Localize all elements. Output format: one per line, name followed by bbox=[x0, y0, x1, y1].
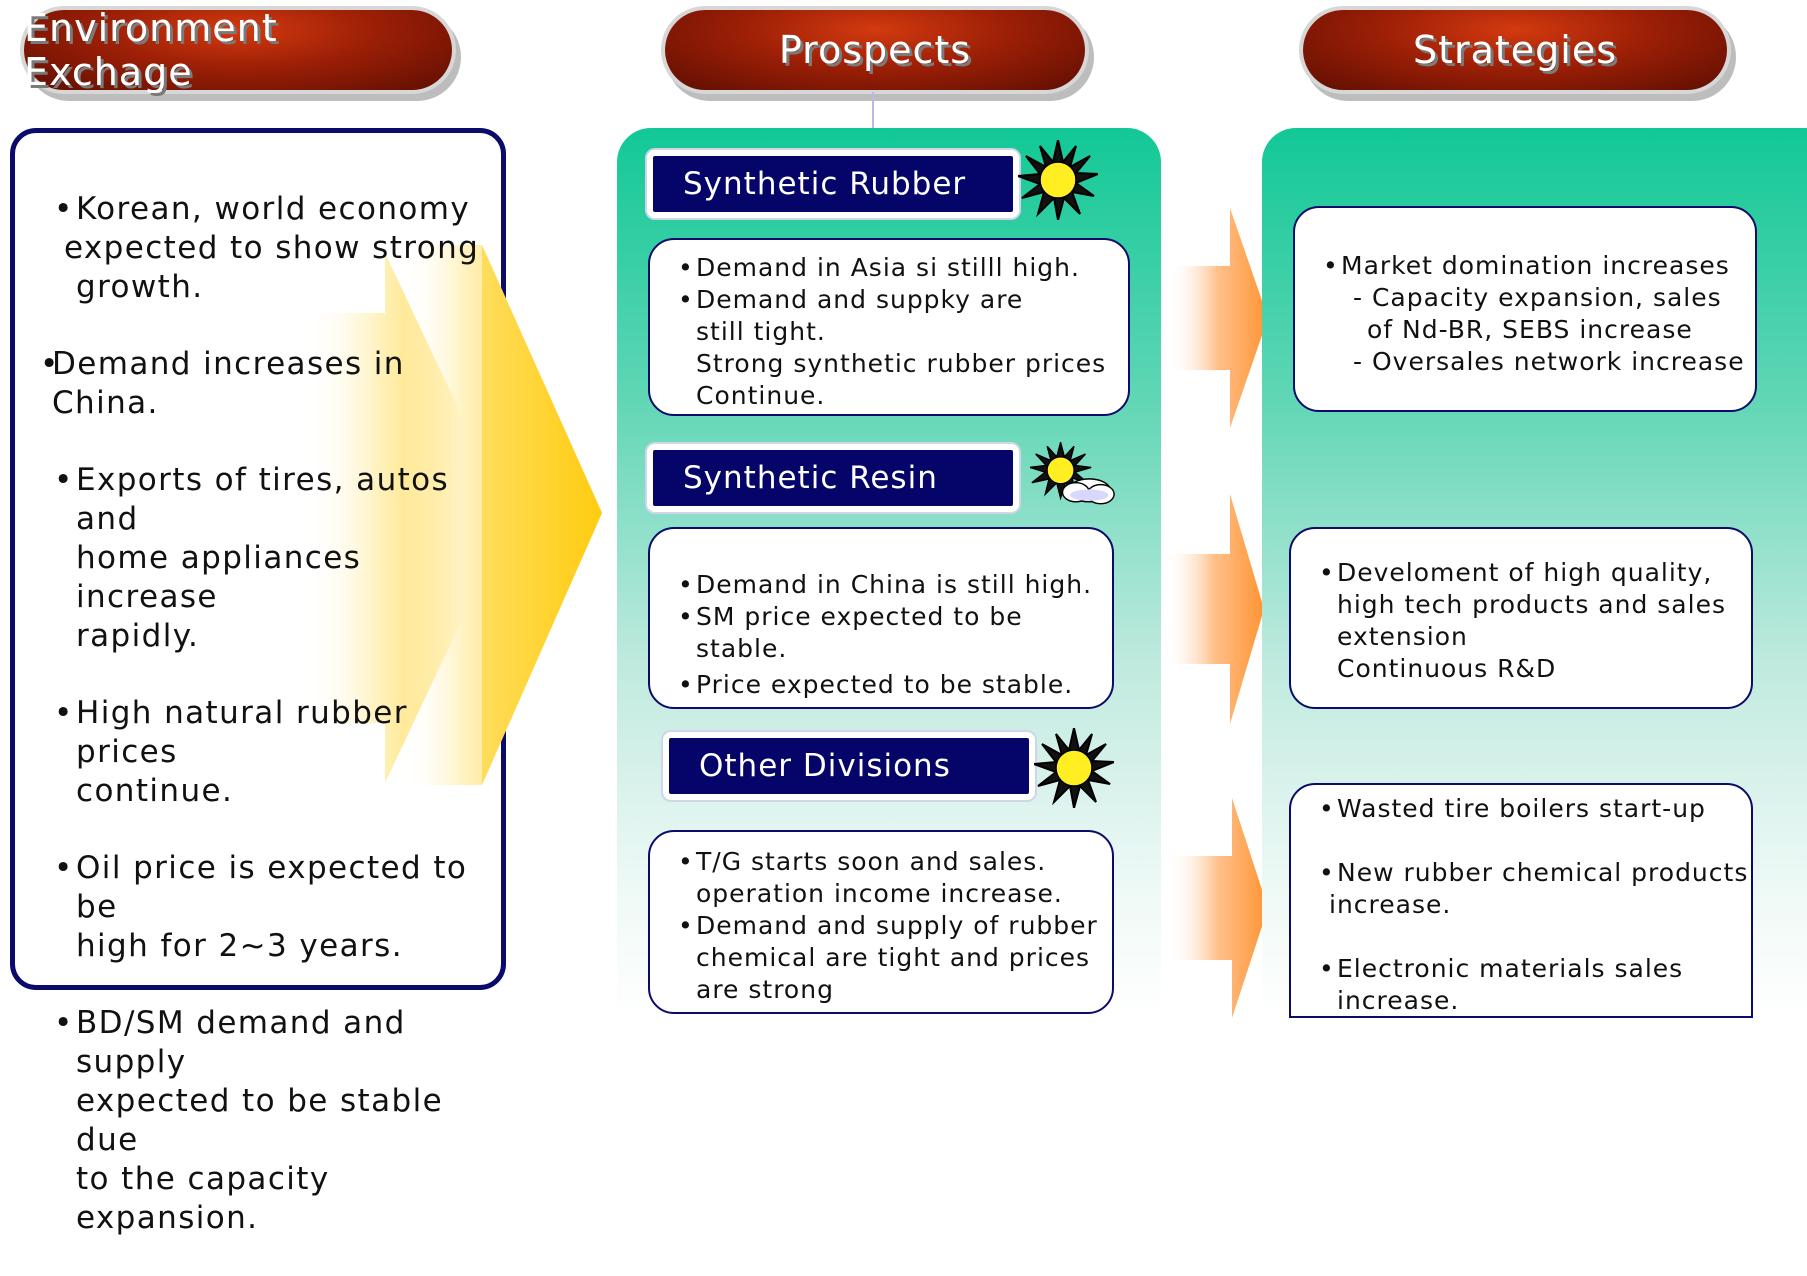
strategy-item-text: increase. bbox=[1329, 890, 1452, 919]
sun-icon bbox=[1034, 728, 1114, 808]
environment-item: Oil price is expected to be high for 2~3… bbox=[40, 849, 510, 966]
tag-synthetic-rubber: Synthetic Rubber bbox=[647, 150, 1019, 218]
strategy-subitem: - Capacity expansion, sales bbox=[1353, 283, 1722, 312]
prospect-item-text: Demand and suppky are bbox=[696, 285, 1024, 314]
prospect-item-text: Demand in China is still high. bbox=[696, 570, 1093, 599]
card-strategy-new-business: Wasted tire boilers start-up New rubber … bbox=[1289, 783, 1753, 1018]
prospect-item: T/G starts soon and sales. operation inc… bbox=[678, 846, 1112, 910]
header-prospects-label: Prospects bbox=[778, 28, 972, 72]
strategy-item-text: Electronic materials sales bbox=[1337, 954, 1684, 983]
environment-item: High natural rubber prices continue. bbox=[40, 694, 510, 811]
environment-item-line: Exports of tires, autos and bbox=[76, 462, 450, 537]
header-strategies: Strategies bbox=[1303, 10, 1727, 90]
prospect-item-text: still tight. bbox=[696, 317, 826, 346]
card-other-divisions: T/G starts soon and sales. operation inc… bbox=[648, 830, 1114, 1014]
prospect-to-strategy-arrow bbox=[1168, 208, 1268, 428]
card-synthetic-resin: Demand in China is still high. SM price … bbox=[648, 527, 1114, 709]
tag-other-divisions: Other Divisions bbox=[663, 732, 1035, 800]
card-strategy-development: Develoment of high quality, high tech pr… bbox=[1289, 527, 1753, 709]
environment-list: Korean, world economy expected to show s… bbox=[40, 190, 510, 1276]
prospect-item-text: are strong bbox=[696, 975, 834, 1004]
prospect-to-strategy-arrow bbox=[1164, 494, 1264, 724]
strategy-subitem: of Nd-BR, SEBS increase bbox=[1367, 315, 1693, 344]
prospect-item: Demand and suppky are still tight. Stron… bbox=[678, 284, 1128, 412]
environment-item-line: home appliances increase bbox=[76, 540, 362, 615]
environment-item-line: growth. bbox=[76, 269, 204, 305]
prospect-item-text: Price expected to be stable. bbox=[696, 670, 1074, 699]
strategy-item: Wasted tire boilers start-up bbox=[1319, 793, 1751, 825]
environment-item: Exports of tires, autos and home applian… bbox=[40, 461, 510, 656]
prospect-item: SM price expected to be stable. bbox=[678, 601, 1112, 665]
prospect-item-text: operation income increase. bbox=[696, 879, 1063, 908]
environment-item-line: to the capacity expansion. bbox=[76, 1161, 330, 1236]
environment-item-line: expected to be stable due bbox=[76, 1083, 444, 1158]
card-synthetic-rubber: Demand in Asia si stilll high. Demand an… bbox=[648, 238, 1130, 416]
strategy-item-text: Wasted tire boilers start-up bbox=[1337, 794, 1706, 823]
prospect-item: Price expected to be stable. bbox=[678, 669, 1112, 701]
prospect-item-text: Demand and supply of rubber bbox=[696, 911, 1098, 940]
environment-item: Demand increases in China. bbox=[40, 345, 510, 423]
environment-item-line: expected to show strong bbox=[64, 230, 480, 266]
strategy-item: Market domination increases bbox=[1323, 250, 1755, 282]
strategy-item-text: Develoment of high quality, bbox=[1337, 558, 1713, 587]
environment-item-line: rapidly. bbox=[76, 618, 200, 654]
prospect-item-text: SM price expected to be stable. bbox=[696, 602, 1023, 663]
strategy-item-text: extension bbox=[1337, 622, 1468, 651]
prospect-item-text: Continue. bbox=[696, 381, 826, 410]
environment-item-line: Demand increases in China. bbox=[52, 346, 405, 421]
strategy-subitem: - Oversales network increase bbox=[1353, 347, 1745, 376]
environment-item: Korean, world economy expected to show s… bbox=[40, 190, 510, 307]
environment-item-line: BD/SM demand and supply bbox=[76, 1005, 406, 1080]
tag-synthetic-rubber-label: Synthetic Rubber bbox=[683, 166, 967, 202]
tag-other-divisions-label: Other Divisions bbox=[699, 748, 951, 784]
prospect-item-text: T/G starts soon and sales. bbox=[696, 847, 1047, 876]
prospect-item-text: Demand in Asia si stilll high. bbox=[696, 253, 1080, 282]
strategy-item-text: Continuous R&D bbox=[1337, 654, 1557, 683]
strategy-item-text: high tech products and sales bbox=[1337, 590, 1726, 619]
environment-item-line: Oil price is expected to be bbox=[76, 850, 468, 925]
environment-item-line: continue. bbox=[76, 773, 234, 809]
header-environment-label: Environment Exchage bbox=[24, 6, 278, 94]
environment-item-line: Korean, world economy bbox=[76, 191, 471, 227]
strategy-item: Develoment of high quality, high tech pr… bbox=[1319, 557, 1751, 685]
prospect-item-text: chemical are tight and prices bbox=[696, 943, 1091, 972]
environment-item-line: High natural rubber prices bbox=[76, 695, 408, 770]
prospect-item: Demand in China is still high. bbox=[678, 569, 1112, 601]
sun-icon bbox=[1018, 140, 1098, 220]
strategy-item: New rubber chemical products increase. bbox=[1319, 857, 1751, 921]
prospect-item: Demand and supply of rubber chemical are… bbox=[678, 910, 1112, 1006]
strategy-item-text: New rubber chemical products bbox=[1337, 858, 1749, 887]
prospect-item-text: Strong synthetic rubber prices bbox=[696, 349, 1107, 378]
environment-item-line: high for 2~3 years. bbox=[76, 928, 403, 964]
prospect-item: Demand in Asia si stilll high. bbox=[678, 252, 1128, 284]
tag-synthetic-resin: Synthetic Resin bbox=[647, 444, 1019, 512]
card-strategy-market: Market domination increases - Capacity e… bbox=[1293, 206, 1757, 412]
header-environment-exchange: Environment Exchage bbox=[24, 6, 452, 94]
strategy-item-text: increase. bbox=[1337, 986, 1460, 1015]
prospects-connector-line bbox=[872, 92, 874, 130]
strategy-item-text: Market domination increases bbox=[1341, 251, 1730, 280]
tag-synthetic-resin-label: Synthetic Resin bbox=[683, 460, 938, 496]
prospect-to-strategy-arrow bbox=[1168, 798, 1268, 1018]
sun-cloud-icon bbox=[1030, 442, 1115, 505]
header-strategies-label: Strategies bbox=[1412, 28, 1618, 72]
environment-item: BD/SM demand and supply expected to be s… bbox=[40, 1004, 510, 1238]
strategy-item: Electronic materials sales increase. bbox=[1319, 953, 1751, 1017]
header-prospects: Prospects bbox=[665, 10, 1085, 90]
